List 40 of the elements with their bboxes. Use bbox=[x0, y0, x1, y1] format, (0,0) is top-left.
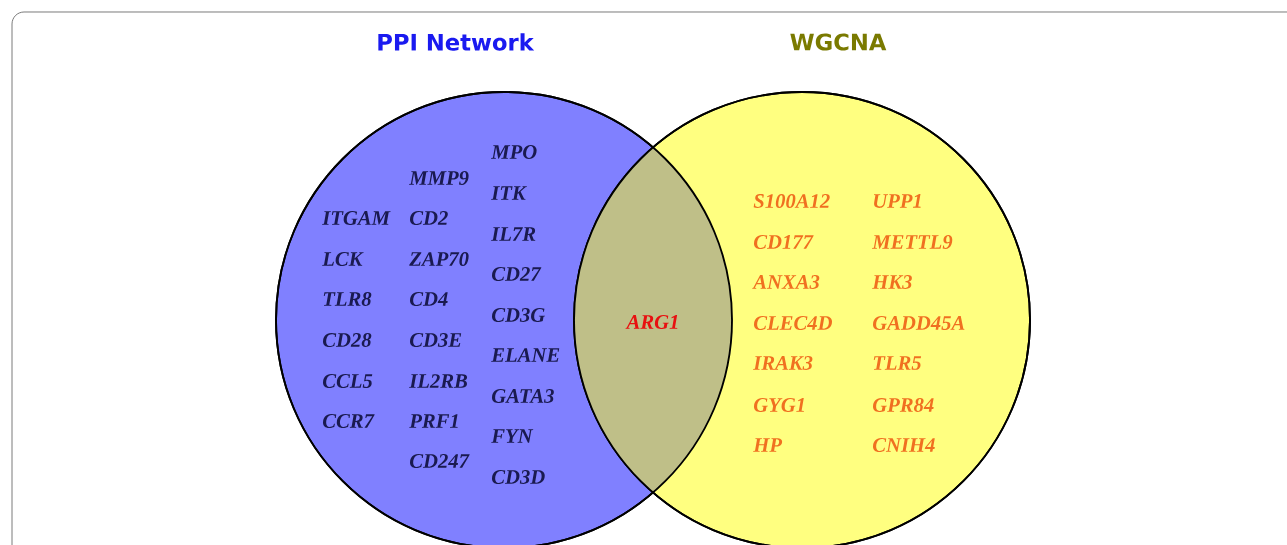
gene-label: ITK bbox=[491, 186, 527, 200]
gene-label: HP bbox=[753, 438, 783, 452]
gene-label: GPR84 bbox=[873, 398, 934, 412]
gene-label: CCR7 bbox=[323, 414, 375, 428]
gene-label: CNIH4 bbox=[873, 438, 935, 452]
gene-label: CD2 bbox=[410, 211, 448, 225]
gene-label: CLEC4D bbox=[754, 316, 832, 330]
gene-label: PRF1 bbox=[409, 414, 458, 428]
gene-label: CD177 bbox=[754, 235, 814, 249]
gene-label: CD3D bbox=[492, 470, 545, 484]
node-label: PPI Network bbox=[378, 33, 535, 51]
gene-label: FYN bbox=[491, 429, 534, 443]
gene-label: ELANE bbox=[491, 348, 560, 362]
gene-label: MPO bbox=[491, 145, 537, 159]
gene-label: ANXA3 bbox=[752, 275, 820, 289]
gene-label: LCK bbox=[322, 252, 364, 266]
gene-label: GADD45A bbox=[873, 316, 965, 330]
gene-label: TLR8 bbox=[323, 292, 372, 306]
gene-label: ZAP70 bbox=[409, 252, 469, 266]
gene-label: S100A12 bbox=[753, 194, 830, 208]
gene-label: IRAK3 bbox=[753, 356, 813, 370]
gene-label: CD3E bbox=[410, 333, 462, 347]
gene-label: IL7R bbox=[491, 227, 536, 241]
gene-label: GYG1 bbox=[754, 398, 804, 412]
gene-label: TLR5 bbox=[873, 356, 922, 370]
gene-label: CD28 bbox=[323, 333, 372, 347]
gene-label: IL2RB bbox=[409, 374, 468, 388]
gene-label: GATA3 bbox=[492, 389, 554, 403]
gene-label: ITGAM bbox=[322, 211, 391, 225]
gene-label: CD3G bbox=[492, 308, 545, 322]
gene-label: HK3 bbox=[872, 275, 912, 289]
node-label: WGCNA bbox=[790, 33, 887, 51]
gene-label: CD27 bbox=[492, 267, 542, 281]
gene-label: METTL9 bbox=[872, 235, 953, 249]
gene-label: UPP1 bbox=[873, 194, 921, 208]
gene-label: ARG1 bbox=[625, 315, 678, 329]
gene-label: MMP9 bbox=[409, 171, 469, 185]
gene-label: CCL5 bbox=[323, 374, 373, 388]
gene-label: CD247 bbox=[410, 454, 470, 468]
gene-label: CD4 bbox=[410, 292, 448, 306]
